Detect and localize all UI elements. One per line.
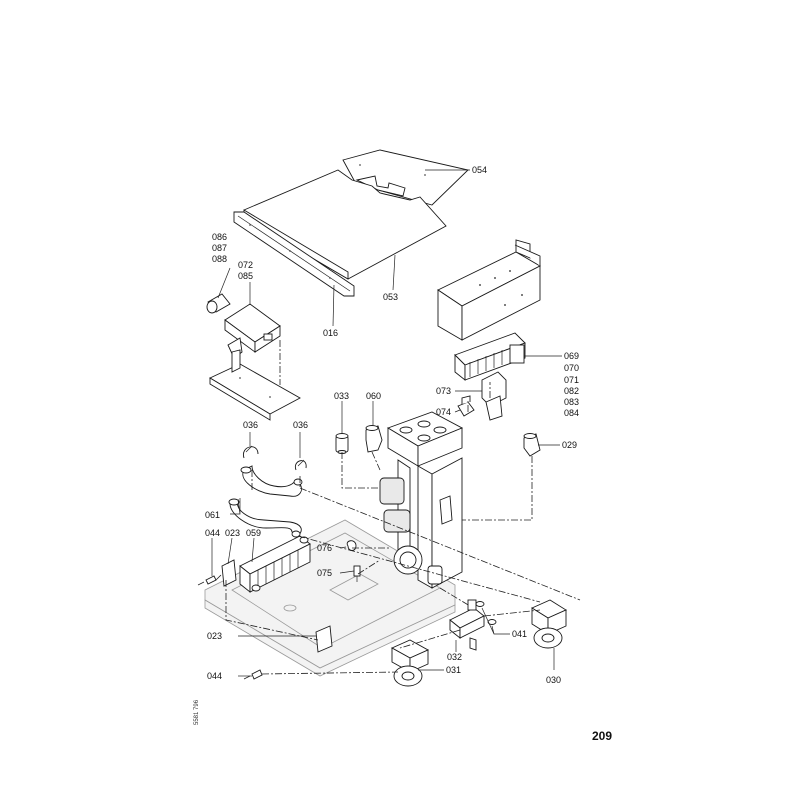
part-036-clip-left bbox=[243, 445, 259, 459]
label-084: 084 bbox=[564, 408, 579, 418]
label-054: 054 bbox=[472, 165, 487, 175]
part-060-elbow-fitting bbox=[365, 425, 383, 453]
label-030: 030 bbox=[546, 675, 561, 685]
label-031: 031 bbox=[446, 665, 461, 675]
assembly-lines bbox=[215, 382, 581, 675]
part-support-plate bbox=[209, 349, 301, 421]
label-083: 083 bbox=[564, 397, 579, 407]
label-044-upper: 044 bbox=[205, 528, 220, 538]
leader-lines bbox=[211, 169, 562, 677]
label-036-right: 036 bbox=[293, 420, 308, 430]
label-016: 016 bbox=[323, 328, 338, 338]
part-033-sensor bbox=[335, 433, 349, 454]
label-041: 041 bbox=[512, 629, 527, 639]
part-069-control-module bbox=[454, 332, 526, 381]
document-number: 5581 796 bbox=[194, 699, 200, 725]
label-023-upper: 023 bbox=[225, 528, 240, 538]
part-074-connector bbox=[457, 395, 475, 417]
label-059: 059 bbox=[246, 528, 261, 538]
page-number: 209 bbox=[592, 729, 612, 743]
part-059-heat-exchanger bbox=[239, 535, 311, 593]
label-032: 032 bbox=[447, 652, 462, 662]
part-hydraulic-block bbox=[379, 411, 464, 589]
label-033: 033 bbox=[334, 391, 349, 401]
part-041-o-rings bbox=[475, 601, 497, 625]
label-023-lower: 023 bbox=[207, 631, 222, 641]
label-036-left: 036 bbox=[243, 420, 258, 430]
label-044-lower: 044 bbox=[207, 671, 222, 681]
label-029: 029 bbox=[562, 440, 577, 450]
label-072: 072 bbox=[238, 260, 253, 270]
part-boiler-base-housing bbox=[204, 519, 456, 677]
part-016-mounting-strip bbox=[233, 211, 355, 297]
label-086: 086 bbox=[212, 232, 227, 242]
label-070: 070 bbox=[564, 363, 579, 373]
label-076: 076 bbox=[317, 543, 332, 553]
part-044-screw-upper bbox=[197, 575, 217, 586]
label-073: 073 bbox=[436, 386, 451, 396]
part-073-circuit-board bbox=[481, 371, 507, 421]
label-074: 074 bbox=[436, 407, 451, 417]
part-061-hoses bbox=[228, 465, 303, 538]
label-085: 085 bbox=[238, 271, 253, 281]
part-030-pump bbox=[531, 599, 567, 649]
part-053-base-plate bbox=[243, 169, 447, 280]
callout-labels: 054 086 087 088 072 085 053 016 069 070 … bbox=[205, 165, 579, 685]
label-082: 082 bbox=[564, 386, 579, 396]
part-023-bracket-lower bbox=[315, 625, 333, 653]
part-072-transformer-box bbox=[224, 303, 281, 359]
label-060: 060 bbox=[366, 391, 381, 401]
part-086-capacitor bbox=[206, 293, 231, 314]
label-087: 087 bbox=[212, 243, 227, 253]
part-044-screw-lower bbox=[243, 669, 263, 680]
label-071: 071 bbox=[564, 375, 579, 385]
part-036-clip-right bbox=[294, 459, 307, 471]
part-023-bracket-upper bbox=[221, 559, 237, 587]
label-069: 069 bbox=[564, 351, 579, 361]
part-control-bracket bbox=[437, 239, 541, 341]
part-031-pump bbox=[390, 639, 430, 687]
part-076-clip bbox=[346, 540, 357, 551]
label-061: 061 bbox=[205, 510, 220, 520]
label-088: 088 bbox=[212, 254, 227, 264]
label-053: 053 bbox=[383, 292, 398, 302]
part-029-fitting bbox=[523, 433, 541, 457]
label-075: 075 bbox=[317, 568, 332, 578]
